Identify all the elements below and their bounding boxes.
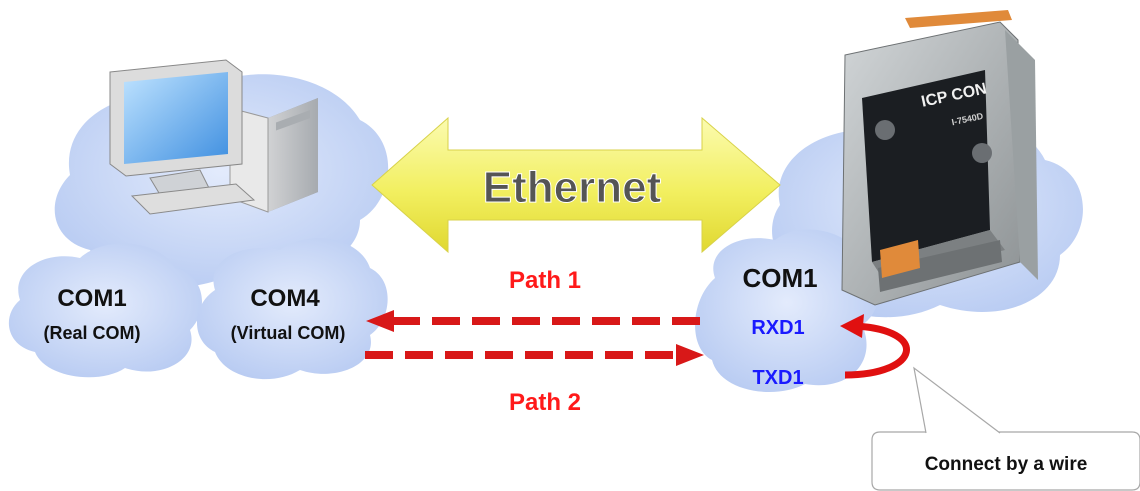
device-com1-name: COM1 [742, 263, 817, 293]
callout-pointer [913, 366, 1001, 434]
txd1-label: TXD1 [752, 367, 803, 389]
callout-text: Connect by a wire [925, 454, 1088, 475]
rxd1-label: RXD1 [751, 317, 804, 339]
path2-arrowhead [676, 344, 704, 366]
ethernet-double-arrow [371, 116, 781, 254]
ethernet-label: Ethernet [483, 163, 662, 212]
com4-virtual-note: (Virtual COM) [231, 323, 346, 343]
icpcon-device: ICP CON I-7540D [841, 10, 1038, 306]
com4-virtual-cloud [196, 238, 388, 380]
path2-label: Path 2 [509, 389, 581, 416]
callout-bubble [871, 431, 1140, 491]
com1-real-note: (Real COM) [43, 323, 140, 343]
com1-real-name: COM1 [57, 285, 126, 312]
com4-virtual-name: COM4 [250, 285, 320, 312]
loopback-wire [844, 322, 910, 379]
loopback-arrowhead [840, 314, 864, 338]
com1-real-cloud [8, 243, 203, 378]
path1-arrowhead [366, 310, 394, 332]
device-com1-cloud [695, 229, 880, 392]
path1-label: Path 1 [509, 267, 581, 294]
computer-icon [109, 59, 318, 215]
